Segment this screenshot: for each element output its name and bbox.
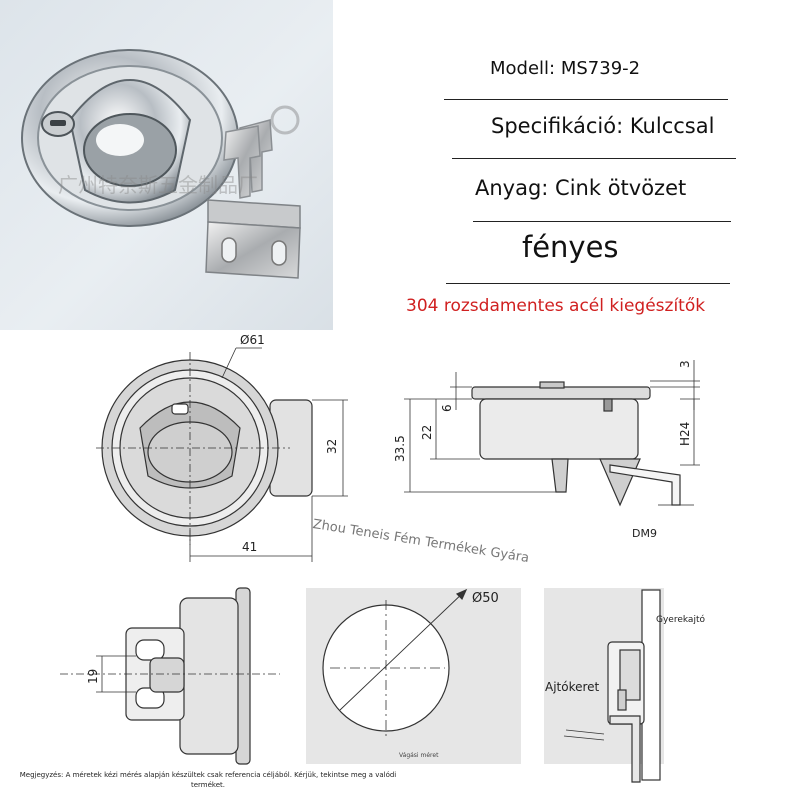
accessories-label: 304 rozsdamentes acél kiegészítők [406, 296, 706, 316]
key-icon [223, 105, 300, 199]
divider-2 [452, 158, 736, 159]
diameter-61-label: Ø61 [240, 333, 265, 347]
child-door-label: Gyerekajtó [656, 614, 705, 625]
dim-3-label: 3 [678, 360, 692, 368]
model-label: Modell: MS739-2 [490, 58, 641, 79]
back-view [60, 587, 280, 765]
dim-32-label: 32 [325, 439, 339, 454]
measurement-note: Megjegyzés: A méretek kézi mérés alapján… [19, 771, 397, 789]
product-photo: 广州特奈斯五金制品厂 [0, 0, 333, 330]
dim-22-label: 22 [420, 425, 434, 440]
mounting-plate-icon [205, 199, 301, 279]
front-view [96, 347, 348, 562]
technical-drawing: Ø61 32 41 3 6 22 33.5 H24 DM9 19 Ø50 Vág… [60, 333, 705, 783]
material-label: Anyag: Cink ötvözet [475, 176, 687, 200]
door-frame-label: Ajtókeret [545, 680, 600, 694]
specification-label: Specifikáció: Kulccsal [491, 114, 715, 138]
finish-label: fényes [522, 230, 619, 264]
flush-ring-latch-icon [21, 49, 239, 227]
cutout-label: Vágási méret [399, 752, 439, 759]
photo-watermark: 广州特奈斯五金制品厂 [58, 173, 258, 197]
dim-6-label: 6 [440, 404, 454, 412]
side-view [404, 360, 700, 507]
dim-dm9-label: DM9 [632, 527, 657, 540]
divider-4 [446, 283, 730, 284]
product-photo-drawing: 广州特奈斯五金制品厂 [21, 49, 301, 279]
dim-h24-label: H24 [678, 422, 692, 446]
diameter-50-label: Ø50 [472, 591, 499, 606]
divider-3 [473, 221, 731, 222]
dim-41-label: 41 [242, 540, 257, 554]
cutout-panel [306, 588, 521, 764]
divider-1 [444, 99, 728, 100]
install-panel [544, 588, 664, 783]
dim-19-label: 19 [86, 669, 100, 684]
dim-33-5-label: 33.5 [393, 435, 407, 462]
